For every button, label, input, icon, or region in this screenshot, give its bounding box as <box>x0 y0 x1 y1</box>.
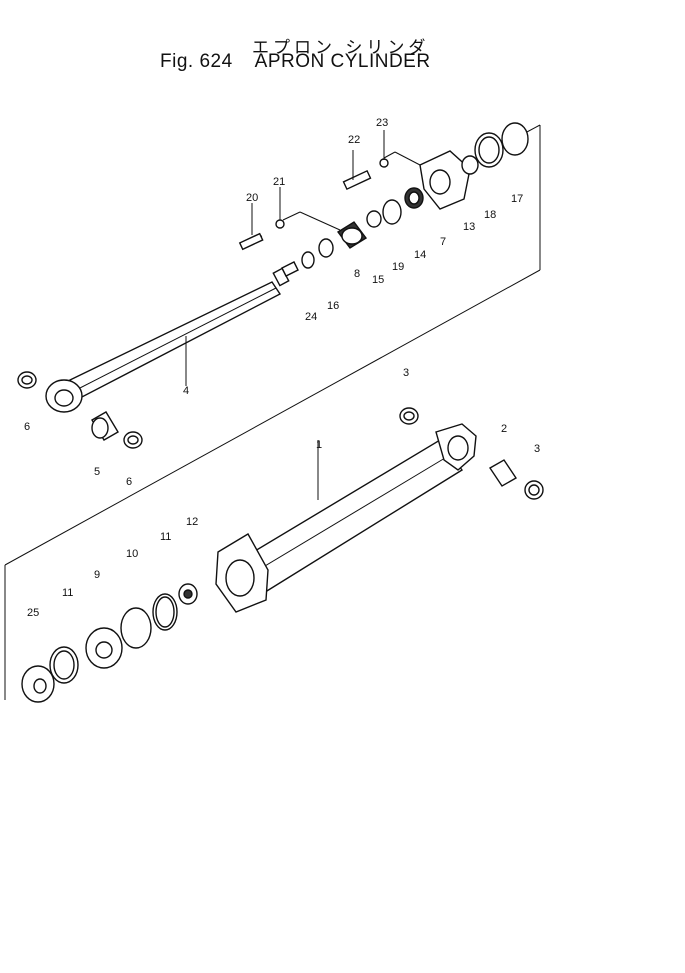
callout-17: 17 <box>511 193 523 205</box>
callout-5: 5 <box>94 466 100 478</box>
callout-4: 4 <box>183 385 189 397</box>
callout-16: 16 <box>327 300 339 312</box>
tube-end-parts <box>399 407 544 500</box>
callout-8: 8 <box>354 268 360 280</box>
head-parts <box>238 122 529 269</box>
callout-22: 22 <box>348 134 360 146</box>
callout-3b: 3 <box>534 443 540 455</box>
callout-20: 20 <box>246 192 258 204</box>
callout-12: 12 <box>186 516 198 528</box>
leader-lines <box>185 130 421 500</box>
callout-6a: 6 <box>24 421 30 433</box>
cylinder-tube <box>215 423 477 613</box>
callout-11b: 11 <box>62 587 73 599</box>
callout-21: 21 <box>273 176 285 188</box>
rod-end-parts <box>17 371 143 449</box>
callout-25: 25 <box>27 607 39 619</box>
figure-name: APRON CYLINDER <box>254 51 431 72</box>
callout-14: 14 <box>414 249 426 261</box>
callout-24: 24 <box>305 311 317 323</box>
callout-9: 9 <box>94 569 100 581</box>
callout-1: 1 <box>316 439 322 451</box>
frame-lines <box>4 124 541 700</box>
callout-19: 19 <box>392 261 404 273</box>
callout-11a: 11 <box>160 531 171 543</box>
title-english: Fig. 624 APRON CYLINDER <box>160 51 431 73</box>
piston-parts <box>21 583 198 703</box>
callout-2: 2 <box>501 423 507 435</box>
callout-18: 18 <box>484 209 496 221</box>
callout-6b: 6 <box>126 476 132 488</box>
piston-rod <box>45 261 299 413</box>
callout-15: 15 <box>372 274 384 286</box>
callout-7: 7 <box>440 236 446 248</box>
callout-10: 10 <box>126 548 138 560</box>
callouts: 1 2 3 3 4 5 6 6 7 8 9 10 11 11 12 13 14 … <box>24 117 540 619</box>
figure-number: Fig. 624 <box>160 51 233 72</box>
callout-13: 13 <box>463 221 475 233</box>
title-japanese: エプロン シリンダ <box>252 38 430 58</box>
callout-3a: 3 <box>403 367 409 379</box>
callout-23: 23 <box>376 117 388 129</box>
